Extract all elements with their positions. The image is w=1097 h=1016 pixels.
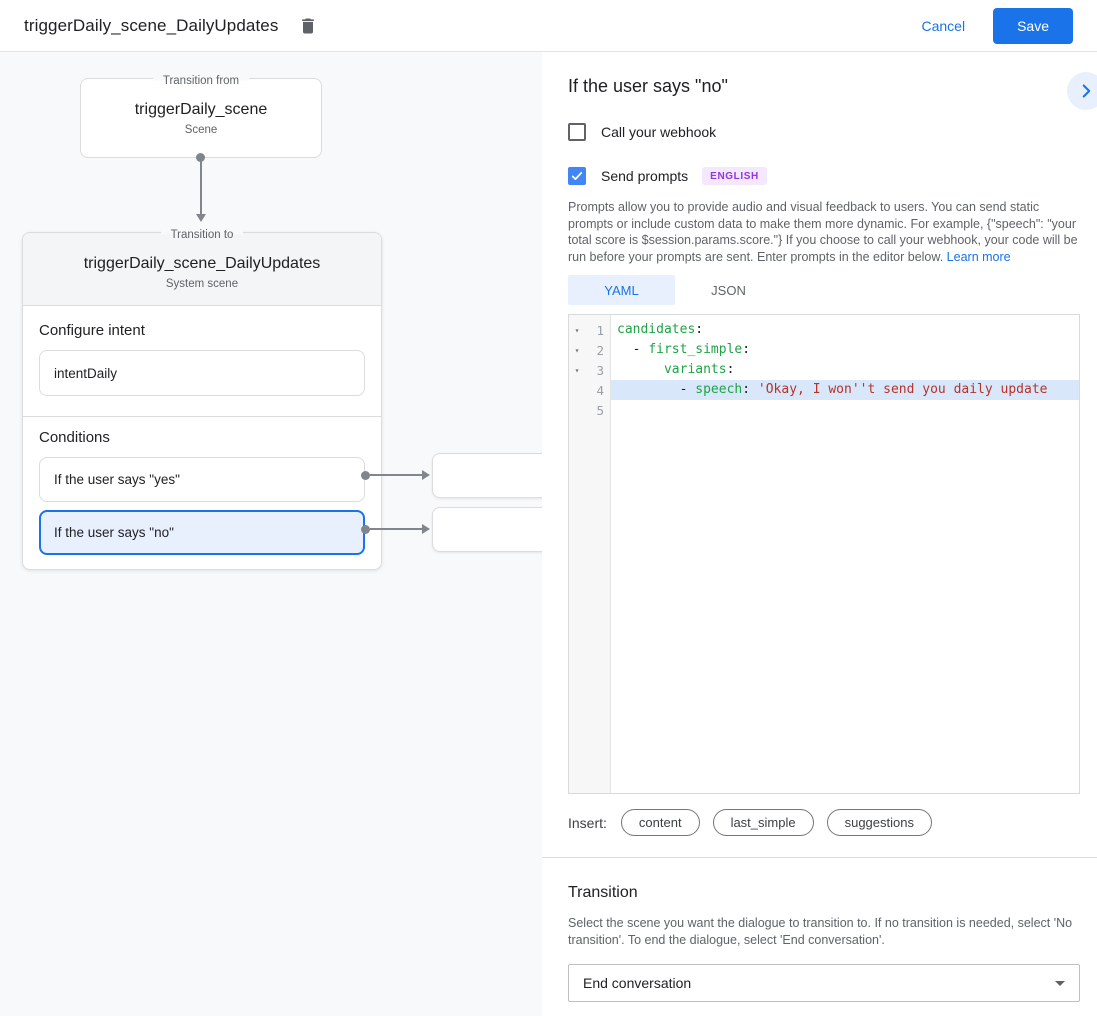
code-token (617, 362, 664, 377)
connector-dot (196, 153, 205, 162)
send-prompts-label: Send prompts (601, 168, 689, 184)
conditions-label: Conditions (39, 429, 110, 446)
arrow-down-icon (196, 214, 206, 222)
fold-arrow-icon[interactable]: ▾ (574, 345, 580, 355)
connector-dot (361, 525, 370, 534)
gutter-row[interactable]: ▾2 (569, 340, 610, 360)
insert-pill-content[interactable]: content (620, 809, 700, 836)
transition-from-node[interactable]: Transition from triggerDaily_scene Scene (80, 75, 322, 158)
code-line-5[interactable] (611, 400, 1079, 420)
connector-dot (361, 471, 370, 480)
insert-pill-list: content last_simple suggestions (620, 809, 945, 836)
learn-more-link[interactable]: Learn more (946, 249, 1011, 264)
call-webhook-label: Call your webhook (601, 124, 717, 140)
trash-icon (298, 16, 318, 36)
connector-line (200, 158, 202, 214)
from-scene-name: triggerDaily_scene (134, 100, 268, 118)
code-token: : (726, 362, 735, 377)
code-token: - (617, 382, 696, 397)
scene-flow-canvas: Transition from triggerDaily_scene Scene… (0, 52, 542, 1016)
gutter-row[interactable]: ▾3 (569, 360, 610, 380)
call-webhook-checkbox[interactable] (568, 123, 586, 141)
prompts-description: Prompts allow you to provide audio and v… (568, 199, 1080, 265)
page-title: triggerDaily_scene_DailyUpdates (24, 15, 279, 35)
collapse-panel-button[interactable] (1067, 72, 1097, 110)
tab-yaml[interactable]: YAML (568, 275, 675, 305)
insert-pill-last_simple[interactable]: last_simple (712, 809, 814, 836)
code-token: speech (695, 382, 743, 397)
prompts-description-text: Prompts allow you to provide audio and v… (568, 200, 1078, 264)
condition-item-yes[interactable]: If the user says "yes" (39, 457, 365, 502)
cancel-button[interactable]: Cancel (921, 17, 966, 34)
code-token: : (742, 342, 751, 357)
configure-intent-section: Configure intent intentDaily (23, 306, 381, 417)
condition-detail-panel: If the user says "no" Call your webhook … (542, 52, 1097, 1016)
dropdown-caret-icon (1055, 980, 1065, 986)
editor-code-area[interactable]: candidates: - first_simple: variants: - … (611, 315, 1079, 793)
transition-target-box[interactable] (432, 507, 542, 552)
line-number: 2 (596, 342, 604, 358)
transition-from-legend: Transition from (81, 71, 321, 89)
language-badge: ENGLISH (702, 167, 767, 185)
from-scene-type: Scene (184, 123, 218, 136)
chevron-right-icon (1075, 80, 1097, 102)
transition-to-node: Transition to triggerDaily_scene_DailyUp… (22, 229, 382, 570)
connector-line (370, 474, 422, 476)
to-scene-name: triggerDaily_scene_DailyUpdates (83, 254, 321, 272)
code-token: : (695, 322, 704, 337)
line-number: 5 (596, 402, 604, 418)
code-token: variants (663, 362, 727, 377)
fold-arrow-icon[interactable]: ▾ (574, 325, 580, 335)
code-line-4[interactable]: - speech: 'Okay, I won''t send you daily… (611, 380, 1079, 400)
section-divider (542, 857, 1097, 858)
fold-arrow-icon[interactable]: ▾ (574, 365, 580, 375)
transition-target-box[interactable] (432, 453, 542, 498)
code-token: : (742, 382, 758, 397)
connector-line (370, 528, 422, 530)
gutter-row[interactable]: 4 (569, 380, 610, 400)
tab-json[interactable]: JSON (675, 275, 782, 305)
insert-pill-suggestions[interactable]: suggestions (826, 809, 932, 836)
code-line-2[interactable]: - first_simple: (611, 340, 1079, 360)
code-token: 'Okay, I won''t send you daily update (757, 382, 1048, 397)
code-token: - (617, 342, 649, 357)
to-scene-type: System scene (165, 277, 239, 290)
transition-select[interactable]: End conversation (568, 964, 1080, 1002)
send-prompts-checkbox[interactable] (568, 167, 586, 185)
intent-item[interactable]: intentDaily (39, 350, 365, 396)
transition-select-value: End conversation (583, 975, 692, 991)
line-number: 3 (596, 362, 604, 378)
condition-item-no[interactable]: If the user says "no" (39, 510, 365, 555)
delete-button[interactable] (294, 12, 322, 40)
conditions-section: Conditions If the user says "yes" If the… (23, 417, 381, 569)
code-line-3[interactable]: variants: (611, 360, 1079, 380)
to-scene-header[interactable]: triggerDaily_scene_DailyUpdates System s… (23, 233, 381, 306)
panel-title: If the user says "no" (568, 76, 728, 96)
arrow-right-icon (422, 524, 430, 534)
editor-format-tabs: YAML JSON (568, 275, 1080, 305)
transition-description: Select the scene you want the dialogue t… (568, 916, 1073, 947)
save-button[interactable]: Save (993, 7, 1073, 44)
line-number: 4 (596, 382, 604, 398)
gutter-row[interactable]: 5 (569, 400, 610, 420)
code-token: first_simple (648, 342, 743, 357)
code-token: candidates (617, 322, 696, 337)
line-number: 1 (596, 322, 604, 338)
transition-heading: Transition (568, 884, 638, 901)
gutter-row[interactable]: ▾1 (569, 320, 610, 340)
code-line-1[interactable]: candidates: (611, 320, 1079, 340)
configure-intent-label: Configure intent (39, 322, 145, 339)
header: triggerDaily_scene_DailyUpdates Cancel S… (0, 0, 1097, 52)
arrow-right-icon (422, 470, 430, 480)
insert-label: Insert: (568, 814, 607, 831)
